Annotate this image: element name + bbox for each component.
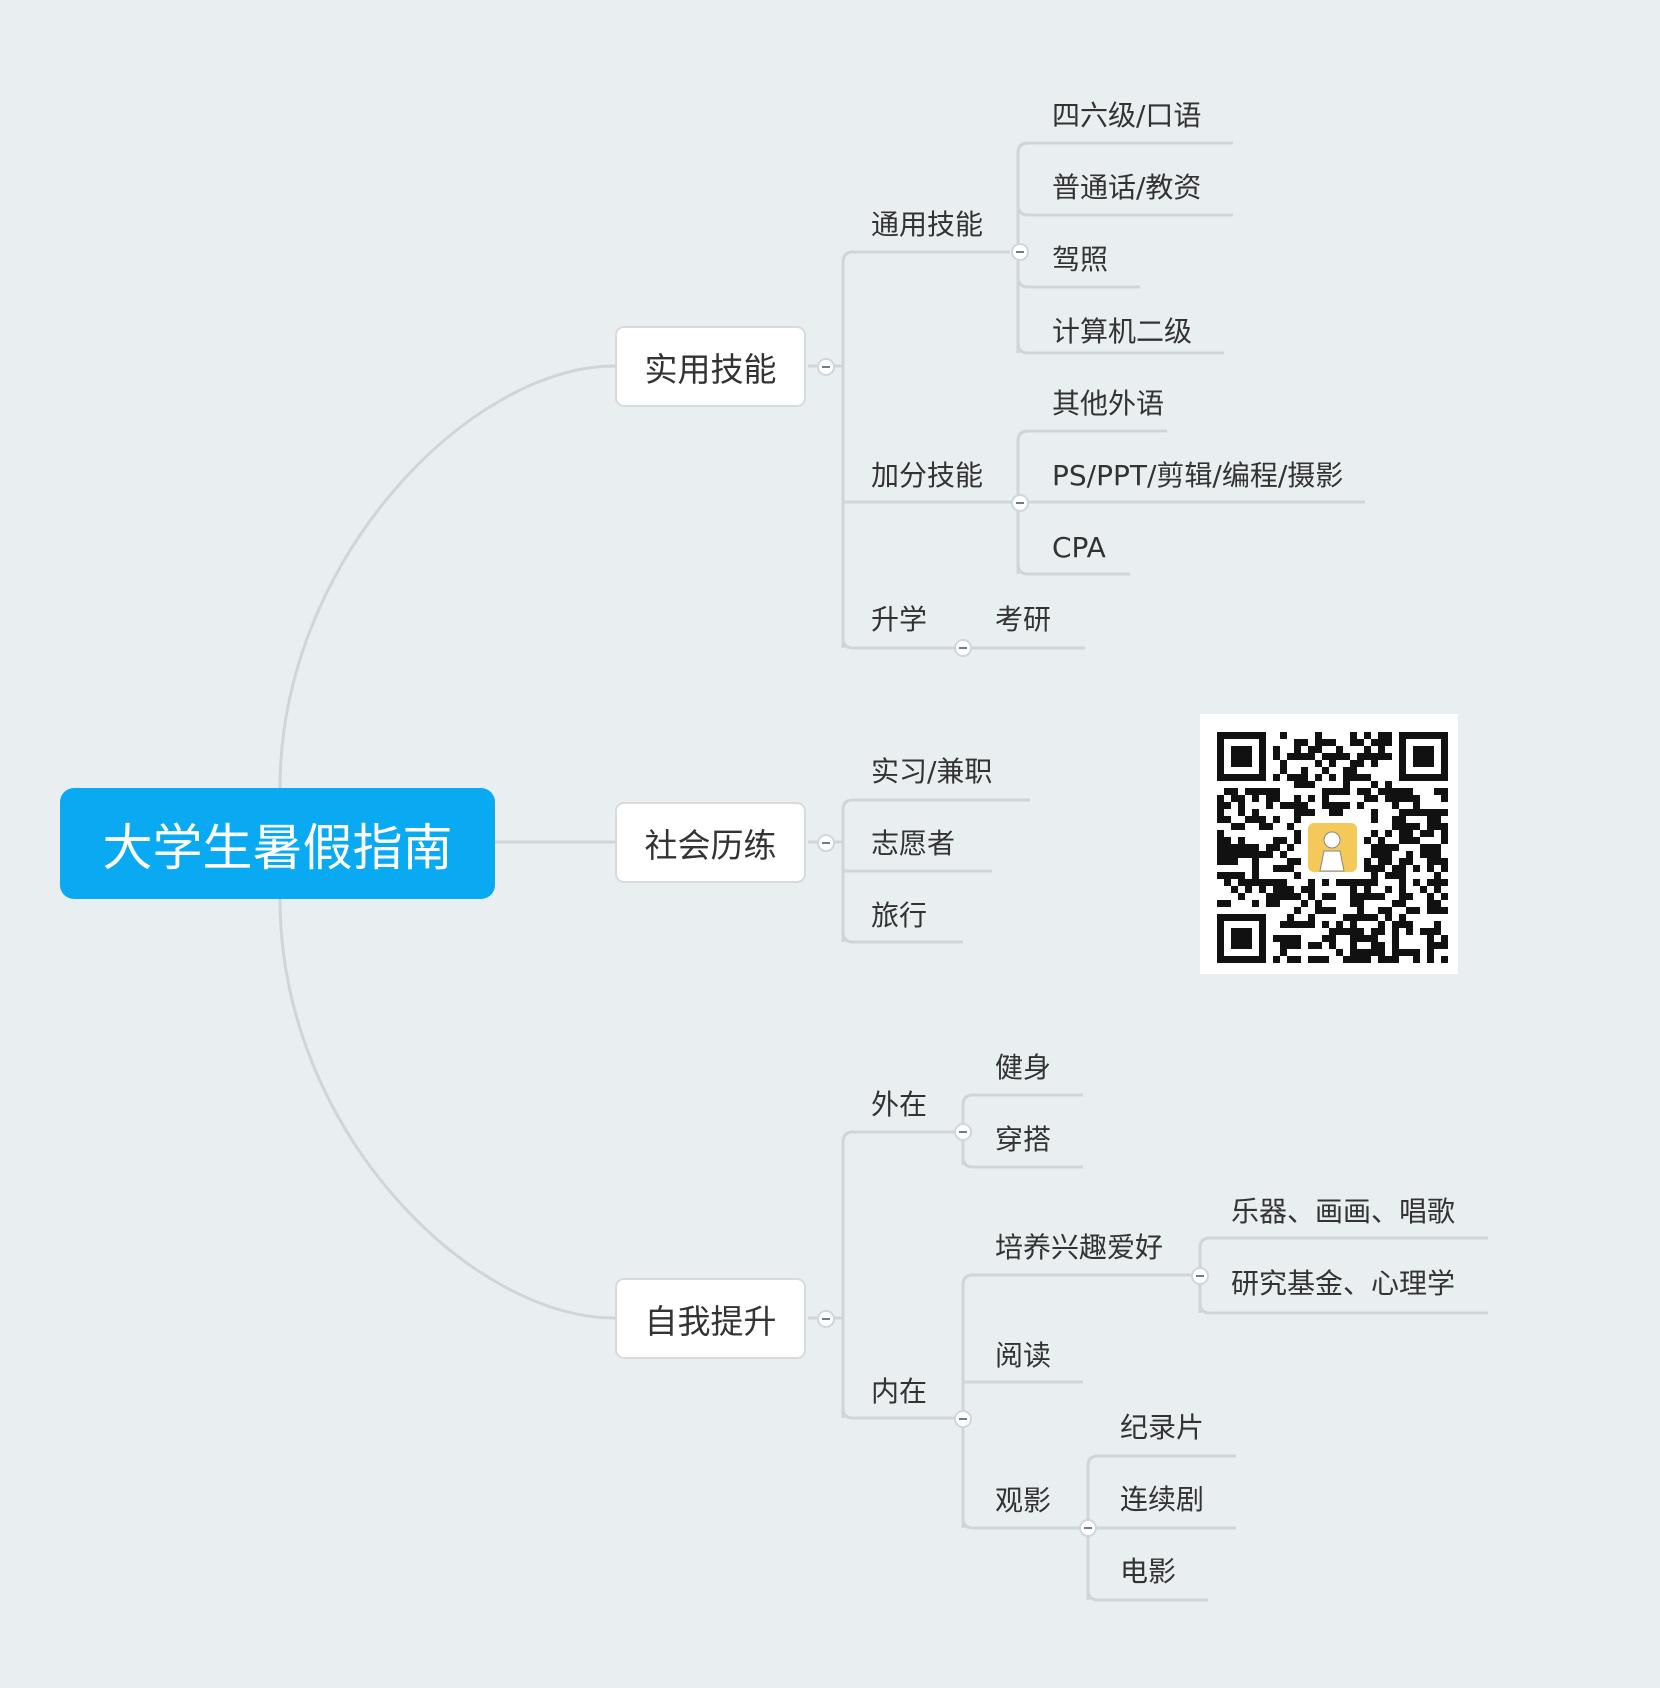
collapse-minus-icon[interactable]	[1191, 1267, 1209, 1285]
topic-travel[interactable]: 旅行	[871, 899, 928, 932]
collapse-minus-icon[interactable]	[1011, 243, 1029, 261]
topic-postgrad-exam[interactable]: 考研	[995, 603, 1052, 636]
topic-cpa[interactable]: CPA	[1052, 531, 1106, 564]
topic-driving-license[interactable]: 驾照	[1052, 243, 1109, 276]
collapse-minus-icon[interactable]	[1079, 1519, 1097, 1537]
topic-internship[interactable]: 实习/兼职	[871, 755, 993, 788]
topic-music-art[interactable]: 乐器、画画、唱歌	[1231, 1195, 1456, 1228]
collapse-minus-icon[interactable]	[817, 358, 835, 376]
collapse-minus-icon[interactable]	[1011, 494, 1029, 512]
collapse-minus-icon[interactable]	[954, 1410, 972, 1428]
root-topic[interactable]: 大学生暑假指南	[60, 788, 495, 899]
topic-outfit[interactable]: 穿搭	[995, 1123, 1052, 1156]
topic-tv-series[interactable]: 连续剧	[1120, 1483, 1205, 1516]
collapse-minus-icon[interactable]	[954, 639, 972, 657]
topic-documentary[interactable]: 纪录片	[1120, 1411, 1205, 1444]
topic-reading[interactable]: 阅读	[995, 1339, 1052, 1372]
topic-other-languages[interactable]: 其他外语	[1052, 387, 1165, 420]
topic-movies[interactable]: 电影	[1120, 1555, 1177, 1588]
topic-fund-psychology[interactable]: 研究基金、心理学	[1231, 1267, 1456, 1300]
topic-computer-level2[interactable]: 计算机二级	[1052, 315, 1193, 348]
qr-code-icon	[1200, 714, 1458, 974]
collapse-minus-icon[interactable]	[954, 1123, 972, 1141]
topic-self-improvement[interactable]: 自我提升	[615, 1278, 806, 1359]
collapse-minus-icon[interactable]	[817, 834, 835, 852]
topic-volunteer[interactable]: 志愿者	[871, 827, 956, 860]
topic-general-skills[interactable]: 通用技能	[871, 208, 984, 241]
topic-skills[interactable]: 实用技能	[615, 326, 806, 407]
topic-software-skills[interactable]: PS/PPT/剪辑/编程/摄影	[1052, 459, 1344, 492]
topic-watching[interactable]: 观影	[995, 1484, 1052, 1517]
topic-hobbies[interactable]: 培养兴趣爱好	[995, 1231, 1164, 1264]
topic-outer[interactable]: 外在	[871, 1088, 928, 1121]
collapse-minus-icon[interactable]	[817, 1310, 835, 1328]
topic-fitness[interactable]: 健身	[995, 1051, 1052, 1084]
topic-social[interactable]: 社会历练	[615, 802, 806, 883]
topic-further-study[interactable]: 升学	[871, 603, 928, 636]
topic-inner[interactable]: 内在	[871, 1375, 928, 1408]
topic-cet-oral[interactable]: 四六级/口语	[1052, 99, 1202, 132]
topic-bonus-skills[interactable]: 加分技能	[871, 459, 984, 492]
topic-mandarin-teacher[interactable]: 普通话/教资	[1052, 171, 1202, 204]
